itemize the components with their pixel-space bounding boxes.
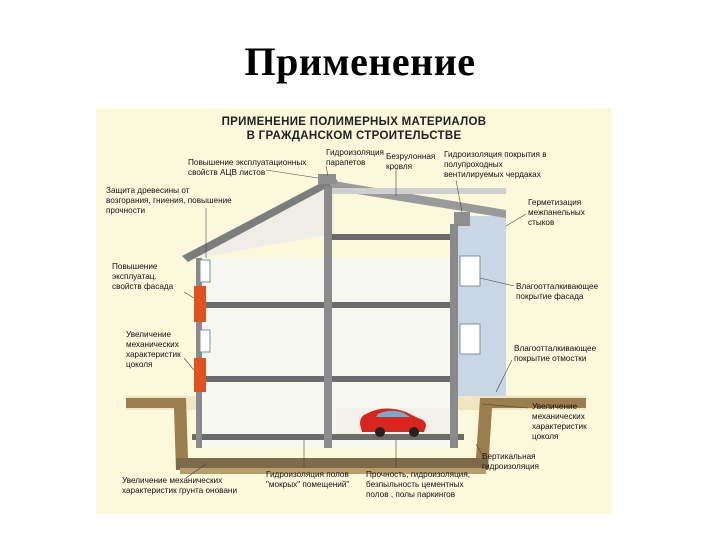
- label-joint-sealing: Герметизация межпанельных стыков: [528, 198, 585, 228]
- label-line: парапетов: [326, 158, 366, 167]
- label-acv-sheets: Повышение эксплуатационных свойств АЦВ л…: [188, 158, 306, 178]
- diagram-title-line2: В ГРАЖДАНСКОМ СТРОИТЕЛЬСТВЕ: [246, 130, 462, 142]
- label-line: покрытие отмостки: [514, 354, 587, 363]
- diagram-title-line1: ПРИМЕНЕНИЕ ПОЛИМЕРНЫХ МАТЕРИАЛОВ: [221, 116, 487, 128]
- building-section-drawing: [126, 165, 586, 479]
- label-line: полупроходных: [444, 160, 503, 169]
- label-foundation-mechanical: Увеличение механических характеристик цо…: [532, 402, 587, 442]
- label-blind-area-water-repellent: Влагоотталкивающее покрытие отмостки: [514, 344, 596, 364]
- label-line: Гидроизоляция полов: [266, 470, 349, 479]
- label-line: Вертикальная: [482, 452, 536, 461]
- label-line: Повышение эксплуатационных: [188, 158, 307, 167]
- label-facade-properties: Повышение эксплуатац. свойств фасада: [112, 262, 173, 292]
- label-line: Герметизация: [528, 198, 582, 207]
- label-line: механических: [532, 412, 585, 421]
- label-line: характеристик: [532, 422, 587, 431]
- columns: [196, 186, 458, 448]
- label-line: Гидроизоляция покрытия в: [444, 150, 547, 159]
- label-wood-protection: Защита древесины от возгорания, гниения,…: [106, 186, 232, 216]
- label-line: Увеличение механических: [122, 476, 223, 485]
- label-line: эксплуатац.: [112, 272, 157, 281]
- slide-title: Применение: [244, 39, 476, 84]
- label-line: гидроизоляция: [482, 462, 539, 471]
- label-line: механических: [126, 340, 179, 349]
- label-line: стыков: [528, 218, 555, 227]
- label-line: возгорания, гниения, повышение: [106, 196, 232, 205]
- label-line: свойств АЦВ листов: [188, 168, 266, 177]
- label-line: покрытие фасада: [516, 292, 584, 301]
- label-line: вентилируемых чердаках: [444, 170, 541, 179]
- label-line: Прочность, гидроизоляция,: [366, 470, 471, 479]
- label-parking-floors: Прочность, гидроизоляция, безпыльность ц…: [366, 470, 470, 500]
- label-line: цоколя: [532, 432, 559, 441]
- label-soil-mechanical: Увеличение механических характеристик гр…: [122, 476, 237, 496]
- label-line: характеристик: [126, 350, 181, 359]
- diagram-panel: ПРИМЕНЕНИЕ ПОЛИМЕРНЫХ МАТЕРИАЛОВ В ГРАЖД…: [96, 108, 612, 514]
- label-line: кровля: [386, 162, 413, 171]
- label-line: Увеличение: [126, 330, 172, 339]
- facade-windows: [199, 255, 481, 355]
- label-line: свойств фасада: [112, 282, 174, 291]
- label-line: прочности: [106, 206, 146, 215]
- label-line: полов , полы паркингов: [366, 490, 456, 499]
- label-line: Защита древесины от: [106, 186, 190, 195]
- leader-lines: [183, 165, 529, 479]
- label-wet-floor-waterproofing: Гидроизоляция полов "мокрых" помещений": [266, 470, 349, 490]
- label-line: безпыльность цементных: [366, 480, 464, 489]
- label-line: Влагоотталкивающее: [514, 344, 597, 353]
- label-line: Безрулонная: [386, 152, 436, 161]
- label-line: Влагоотталкивающее: [516, 282, 599, 291]
- parking-level: [336, 408, 450, 437]
- label-line: Гидроизоляция: [326, 148, 384, 157]
- label-line: Повышение: [112, 262, 158, 271]
- label-line: характеристик грунта оновани: [122, 486, 238, 495]
- label-plinth-mechanical: Увеличение механических характеристик цо…: [126, 330, 181, 370]
- label-line: Увеличение: [532, 402, 578, 411]
- label-parapet-waterproofing: Гидроизоляция парапетов: [326, 148, 384, 168]
- label-vertical-waterproofing: Вертикальная гидроизоляция: [482, 452, 539, 472]
- label-rollless-roof: Безрулонная кровля: [386, 152, 435, 172]
- label-facade-water-repellent: Влагоотталкивающее покрытие фасада: [516, 282, 598, 302]
- label-covering-waterproofing: Гидроизоляция покрытия в полупроходных в…: [444, 150, 547, 180]
- label-line: цоколя: [126, 360, 153, 369]
- red-car: [360, 408, 426, 437]
- label-line: "мокрых" помещений": [266, 480, 350, 489]
- orange-facade-accents: [194, 286, 206, 392]
- label-line: межпанельных: [528, 208, 585, 217]
